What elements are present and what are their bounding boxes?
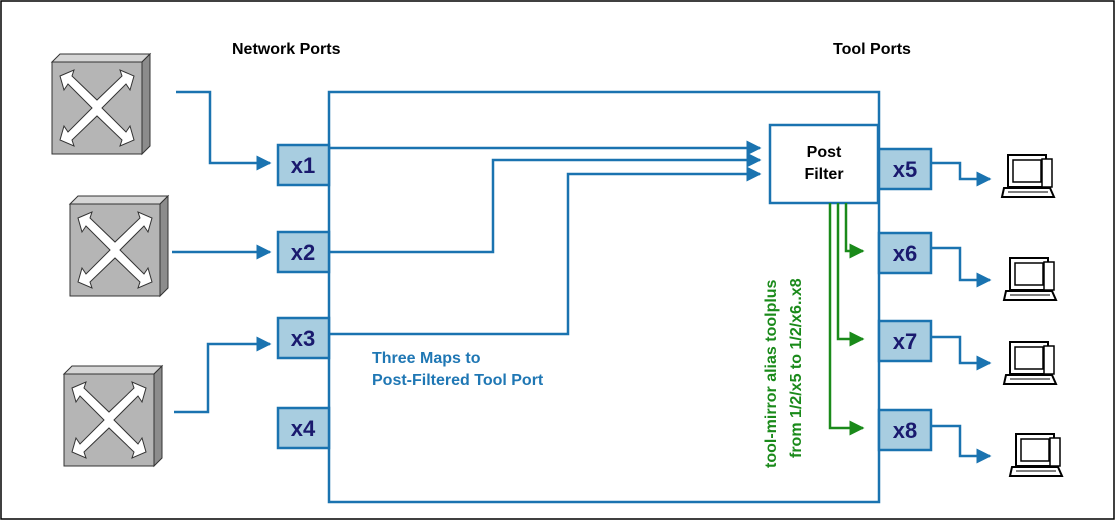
tool-port-x6[interactable]: x6 <box>877 231 933 275</box>
network-switch-icon <box>51 53 151 155</box>
computer-terminal-icon <box>1009 433 1063 477</box>
network-port-x2[interactable]: x2 <box>276 230 331 274</box>
link-switch3-x3 <box>174 336 272 414</box>
port-label: x4 <box>291 416 316 441</box>
tool-port-x7[interactable]: x7 <box>877 319 933 363</box>
tool-port-x5[interactable]: x5 <box>877 147 933 191</box>
link-x7-computer <box>931 335 992 371</box>
link-switch1-x1 <box>176 90 272 171</box>
map-x2 <box>329 152 762 254</box>
mirror-x8 <box>828 203 865 436</box>
tool-mirror-line1: tool-mirror alias toolplus <box>763 279 780 468</box>
port-label: x8 <box>893 418 917 443</box>
tool-ports-header: Tool Ports <box>833 41 911 58</box>
mirror-lines <box>828 203 865 436</box>
maps-caption-line2: Post-Filtered Tool Port <box>372 372 544 389</box>
switch-links <box>172 90 272 414</box>
port-label: x6 <box>893 241 917 266</box>
mirror-x7 <box>836 203 865 347</box>
port-label: x5 <box>893 157 917 182</box>
maps-caption-line1: Three Maps to <box>372 350 481 367</box>
computer-terminal-icon <box>1003 257 1057 301</box>
tool-port-x8[interactable]: x8 <box>877 408 933 452</box>
post-filter-line2: Filter <box>804 166 843 183</box>
map-x3 <box>329 166 762 336</box>
computer-terminal-icon <box>1001 154 1055 198</box>
map-lines <box>329 140 762 336</box>
port-label: x2 <box>291 240 315 265</box>
network-switch-icon <box>63 365 163 467</box>
post-filter-box[interactable]: Post Filter <box>768 123 880 205</box>
network-switch-icon <box>69 195 169 297</box>
port-label: x7 <box>893 329 917 354</box>
link-x6-computer <box>931 246 992 288</box>
network-port-x4[interactable]: x4 <box>276 406 331 450</box>
tool-mirror-line2: from 1/2/x5 to 1/2/x6..x8 <box>788 278 805 458</box>
port-label: x1 <box>291 153 315 178</box>
link-x8-computer <box>931 424 992 464</box>
port-label: x3 <box>291 326 315 351</box>
post-filter-line1: Post <box>807 144 842 161</box>
computer-terminal-icon <box>1003 341 1057 385</box>
network-ports-header: Network Ports <box>232 41 341 58</box>
link-x5-computer <box>931 161 992 187</box>
network-port-x1[interactable]: x1 <box>276 143 331 187</box>
tool-links <box>931 161 992 464</box>
mirror-x6 <box>844 203 865 259</box>
network-port-x3[interactable]: x3 <box>276 316 331 360</box>
